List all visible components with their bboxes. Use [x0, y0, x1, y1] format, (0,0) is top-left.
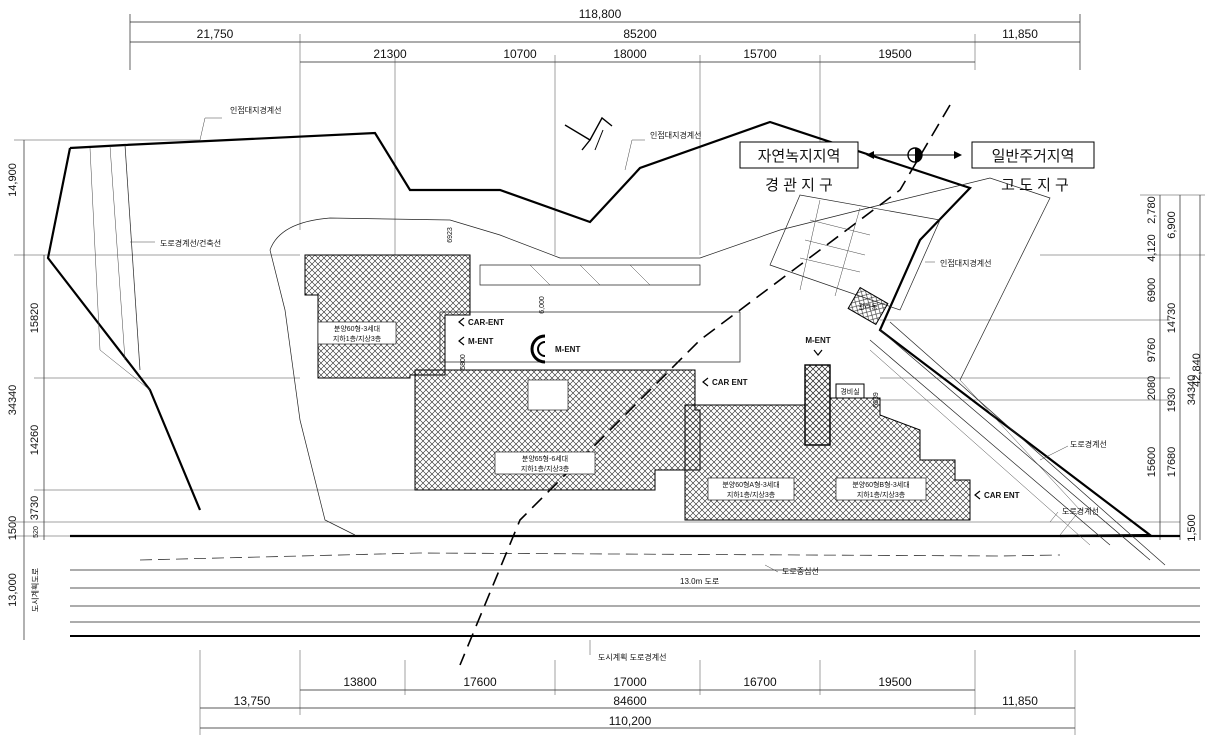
dim-right-c: 4,120: [1146, 234, 1158, 262]
building-1-floors: 지하1층/지상3층: [333, 334, 382, 343]
dim-6000: 6,000: [539, 296, 546, 314]
guard-house-label: 경비실: [840, 387, 859, 396]
substation-label: 관리동: [858, 302, 878, 311]
entrance-m-1: M-ENT: [468, 337, 493, 346]
dim-left-b: 15820: [29, 303, 41, 334]
building-2-floors: 지하1층/지상3층: [521, 464, 570, 473]
building-3-floors: 지하1층/지상3층: [727, 490, 776, 499]
bottom-dimension-lines: [199, 650, 1076, 735]
label-adjacent-top-left: 인접대지경계선: [230, 105, 282, 115]
building-4-floors: 지하1층/지상3층: [857, 490, 906, 499]
road-lines: [70, 534, 1200, 637]
dim-top-seg-2: 10700: [503, 47, 537, 61]
right-dimension-lines: [880, 194, 1205, 540]
dim-right-j: 42,840: [1191, 353, 1203, 387]
dim-bottom-seg-3: 17000: [613, 675, 647, 689]
dim-bottom-left: 13,750: [234, 694, 271, 708]
zone-right-sub: 고 도 지 구: [1001, 177, 1069, 194]
dim-6923: 6923: [447, 227, 454, 243]
dim-top-right: 11,850: [1002, 27, 1038, 41]
dim-bottom-seg-4: 16700: [743, 675, 777, 689]
label-adjacent-top: 인접대지경계선: [650, 130, 702, 140]
label-road-boundary-bottom: 도로경계선: [1062, 506, 1099, 516]
dim-right-a: 2,780: [1146, 196, 1158, 224]
entrance-car-2: CAR ENT: [712, 378, 748, 387]
dim-left-f: 520: [33, 526, 40, 538]
parking-ramps: [439, 194, 941, 363]
north-arrow-icon: [564, 116, 613, 151]
dim-bottom-total: 110,200: [609, 714, 652, 728]
dim-top-total: 118,800: [579, 7, 622, 21]
label-road-width: 13.0m 도로: [680, 577, 719, 586]
dim-right-b: 6,900: [1166, 211, 1178, 239]
dim-right-m: 1,500: [1186, 514, 1198, 542]
dim-bottom-right: 11,850: [1002, 694, 1038, 708]
dim-right-e: 14730: [1166, 303, 1178, 334]
dim-bottom-middle: 84600: [613, 694, 647, 708]
zone-right-name: 일반주거지역: [992, 148, 1075, 165]
top-dimension-lines: [129, 14, 1081, 255]
zone-boundary-marker-icon: [866, 147, 962, 163]
dim-right-k: 15600: [1146, 447, 1158, 478]
zone-left-name: 자연녹지지역: [758, 148, 841, 165]
dim-right-l: 17680: [1166, 447, 1178, 478]
building-1-type: 분양60형-3세대: [334, 324, 380, 333]
dim-right-i: 34340: [1186, 375, 1198, 406]
diagonal-road-right: [869, 321, 1166, 566]
dim-top-seg-3: 18000: [613, 47, 647, 61]
entrance-m-2: M-ENT: [555, 345, 580, 354]
entrance-car-1: CAR-ENT: [468, 318, 504, 327]
dim-bottom-seg-5: 19500: [878, 675, 912, 689]
label-road-building-line: 도로경계선/건축선: [160, 238, 221, 248]
dim-left-c: 34340: [7, 385, 19, 416]
dim-left-d: 14260: [29, 425, 41, 456]
dim-top-left: 21,750: [197, 27, 234, 41]
dim-bottom-seg-2: 17600: [463, 675, 497, 689]
dim-6539: 6539: [873, 392, 880, 408]
entrance-m-3: M-ENT: [805, 336, 830, 345]
dim-right-g: 2080: [1146, 376, 1158, 400]
zone-right-box: [971, 141, 1095, 169]
dim-right-h: 1930: [1166, 388, 1178, 412]
dim-5800: 5800: [460, 354, 467, 370]
spiral-ramp-icon: [530, 334, 546, 364]
road-label-left: 도시계획도로: [30, 568, 40, 612]
dim-right-d: 6900: [1146, 278, 1158, 302]
site-boundary-left: [46, 147, 202, 511]
building-line: [269, 177, 1051, 381]
dim-left-g: 1500: [7, 516, 19, 540]
zone-left-sub: 경 관 지 구: [765, 177, 833, 194]
label-city-plan-road-line: 도시계획 도로경계선: [598, 652, 666, 662]
zone-left-box: [739, 141, 859, 169]
dim-top-seg-1: 21300: [373, 47, 407, 61]
dim-top-middle: 85200: [623, 27, 657, 41]
dim-left-a: 14,900: [7, 163, 19, 197]
label-road-center: 도로중심선: [782, 566, 819, 576]
label-road-boundary-right: 도로경계선: [1070, 439, 1107, 449]
dim-bottom-seg-1: 13800: [343, 675, 377, 689]
building-4-type: 분양60형B형-3세대: [852, 480, 909, 489]
dim-top-seg-5: 19500: [878, 47, 912, 61]
building-3-type: 분양60형A형-3세대: [722, 480, 779, 489]
dim-left-h: 13,000: [7, 573, 19, 607]
dim-top-seg-4: 15700: [743, 47, 777, 61]
dim-left-e: 3730: [29, 496, 41, 520]
building-2-type: 분양65형-6세대: [522, 454, 568, 463]
label-adjacent-right: 인접대지경계선: [940, 258, 992, 268]
entrance-car-3: CAR ENT: [984, 491, 1020, 500]
dim-right-f: 9760: [1146, 338, 1158, 362]
